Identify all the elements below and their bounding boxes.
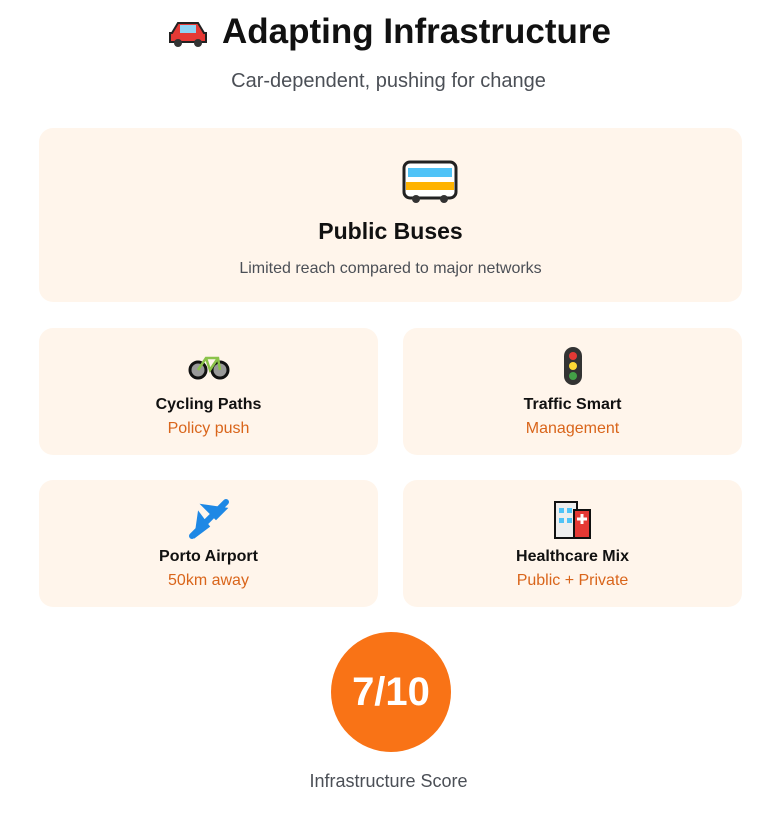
bus-icon [402,160,458,203]
card-detail: Management [525,420,620,437]
card-detail: Public + Private [516,572,629,589]
card-detail: 50km away [168,572,249,589]
card-traffic-smart: Traffic Smart Management [403,328,742,455]
score-badge: 7/10 [331,632,451,752]
featured-description: Limited reach compared to major networks [239,260,542,277]
page-subtitle: Car-dependent, pushing for change [231,70,546,92]
card-cycling-paths: Cycling Paths Policy push [39,328,378,455]
score-label: Infrastructure Score [309,771,468,791]
card-detail: Policy push [167,420,250,437]
card-healthcare-mix: Healthcare Mix Public + Private [403,480,742,607]
card-title: Cycling Paths [155,396,262,413]
featured-card-public-buses: Public Buses Limited reach compared to m… [39,128,742,302]
car-icon [169,22,208,47]
card-title: Porto Airport [159,548,258,565]
card-title: Traffic Smart [523,396,622,413]
featured-title: Public Buses [318,218,463,244]
title-text: Adapting Infrastructure [222,12,611,51]
card-porto-airport: Porto Airport 50km away [39,480,378,607]
card-title: Healthcare Mix [516,548,629,565]
bicycle-icon [188,356,230,380]
hospital-icon [554,501,591,539]
traffic-light-icon [564,347,582,385]
airplane-icon [189,499,229,539]
page-title: Adapting Infrastructure [0,12,777,52]
